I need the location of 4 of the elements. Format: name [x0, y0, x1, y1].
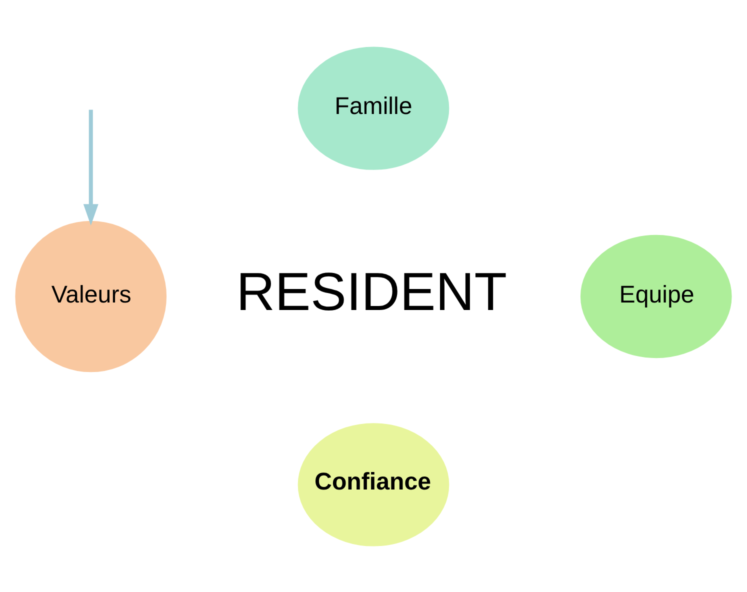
- arrow: [83, 109, 98, 226]
- node-ellipse: Famille: [295, 44, 452, 172]
- node-text: RESIDENT: [236, 262, 508, 322]
- node-ellipse: Equipe: [578, 232, 734, 360]
